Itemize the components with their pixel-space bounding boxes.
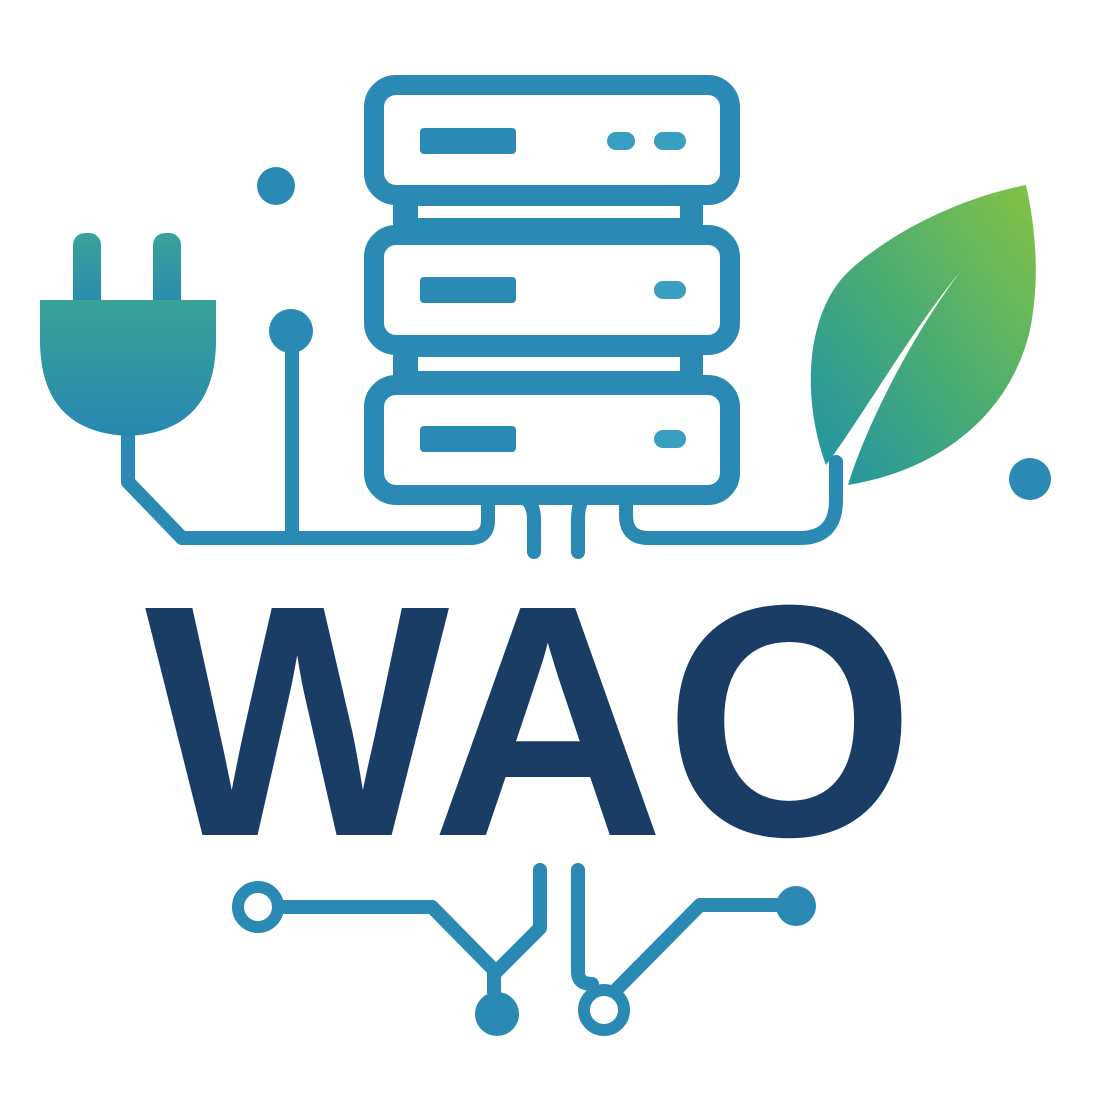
- leaf-shape: [810, 185, 1036, 485]
- drive-slot: [420, 128, 516, 154]
- center-trace-left: [477, 488, 541, 559]
- leaf-trace: [619, 455, 843, 545]
- leaf-icon: [810, 185, 1036, 485]
- server-unit-middle: [364, 225, 740, 355]
- server-rack-icon: [364, 75, 740, 505]
- plug-prong: [153, 233, 181, 313]
- circuit-trace-icon: [121, 323, 843, 559]
- plug-body: [40, 300, 216, 436]
- bottom-trace-left: [275, 900, 501, 999]
- bottom-trace-left-stem: [489, 863, 547, 979]
- status-light: [607, 132, 635, 150]
- status-light: [654, 430, 686, 448]
- power-plug-icon: [40, 233, 216, 436]
- status-light: [654, 281, 686, 299]
- bottom-trace-right-stem: [571, 863, 599, 991]
- plug-prong: [73, 233, 101, 313]
- server-connector: [418, 357, 680, 371]
- plug-cord: [121, 418, 495, 545]
- server-connector: [418, 206, 680, 218]
- circuit-node: [776, 886, 816, 926]
- circuit-node: [269, 309, 313, 353]
- bottom-circuit: [275, 863, 787, 999]
- center-trace-right: [571, 488, 619, 559]
- circuit-node-ring: [578, 984, 630, 1036]
- drive-slot: [420, 277, 516, 303]
- bottom-trace-right: [609, 898, 787, 997]
- circuit-node: [1009, 458, 1051, 500]
- circuit-node: [475, 992, 519, 1036]
- circuit-node: [257, 167, 295, 205]
- drive-slot: [420, 426, 516, 452]
- status-light: [654, 132, 686, 150]
- wordmark-text: WAO: [145, 536, 915, 905]
- server-unit-top: [364, 75, 740, 205]
- circuit-node-ring: [232, 881, 284, 933]
- server-unit-bottom: [364, 375, 740, 505]
